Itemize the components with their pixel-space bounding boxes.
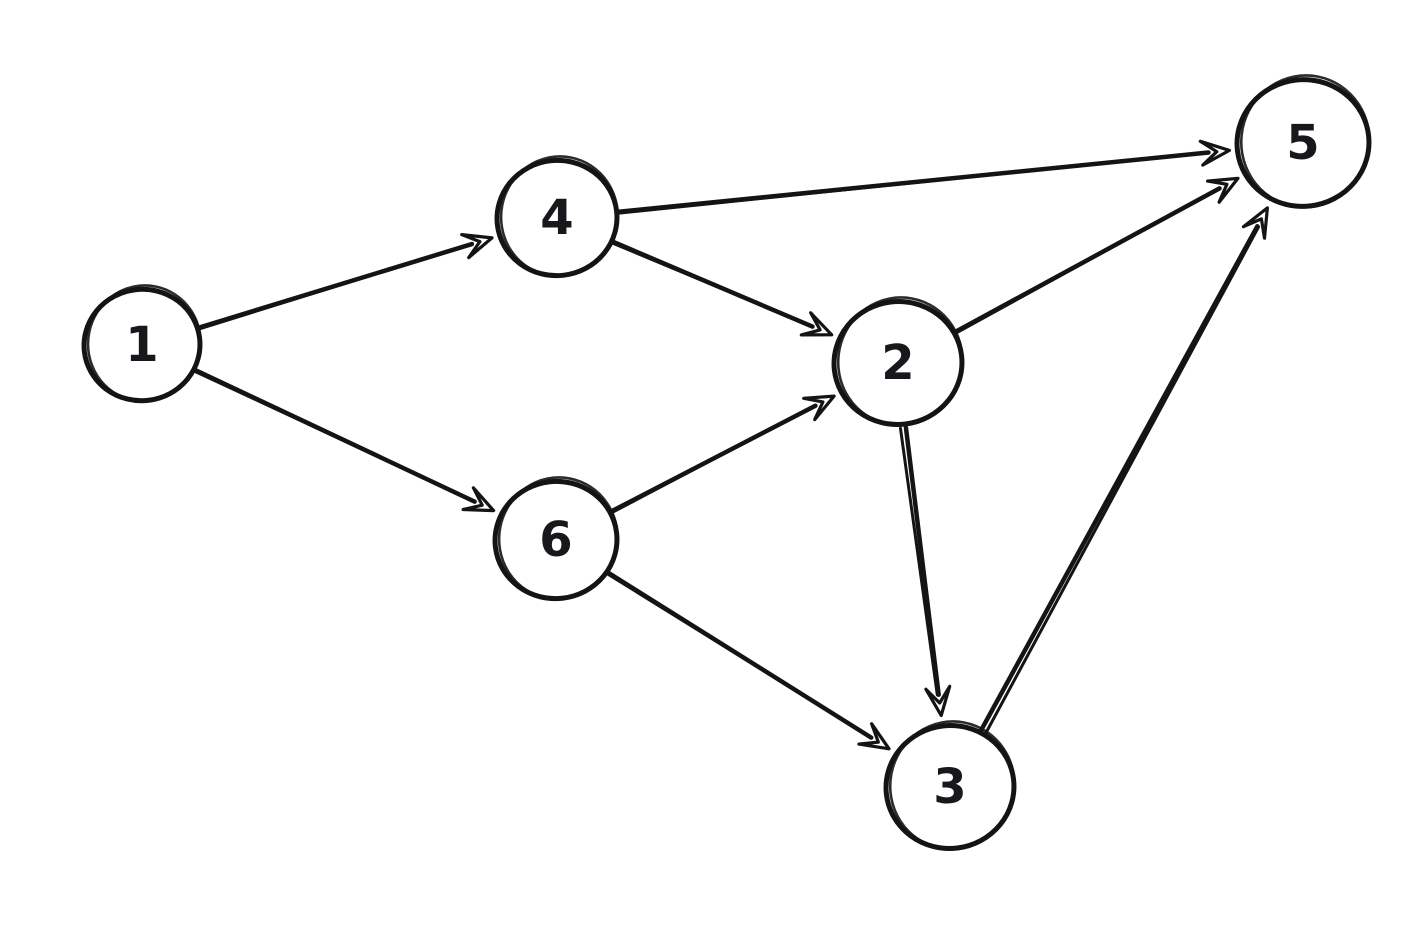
node-2: 2 (831, 296, 965, 427)
edge-sketch-line-6-2 (611, 405, 817, 515)
edge-sketch-line-6-3 (606, 573, 872, 739)
node-circle-sketch-5 (1239, 74, 1371, 209)
arrowhead-1-6 (461, 486, 496, 513)
edge-3-5 (978, 206, 1269, 735)
node-circle-sketch-1 (86, 284, 202, 403)
edge-line-6-2 (608, 403, 818, 514)
node-circle-sketch-2 (836, 296, 964, 427)
arrowhead-2-5 (1206, 176, 1240, 204)
arrowhead-6-3 (857, 722, 891, 751)
edge-sketch-line-3-5 (984, 225, 1261, 735)
arrowhead-1-4 (460, 233, 494, 260)
edge-sketch-line-4-5 (617, 152, 1210, 215)
node-5: 5 (1234, 74, 1372, 209)
edge-6-2 (608, 394, 836, 515)
node-label-6: 6 (539, 512, 572, 568)
edge-1-6 (193, 367, 496, 513)
node-circle-sketch-3 (888, 720, 1016, 851)
node-1: 1 (81, 284, 203, 404)
edge-sketch-line-1-6 (193, 371, 476, 503)
edge-line-3-5 (978, 224, 1260, 733)
edge-1-4 (196, 233, 494, 331)
arrowhead-6-2 (802, 394, 836, 422)
edge-line-2-3 (903, 425, 941, 697)
edge-line-4-5 (615, 150, 1211, 215)
edge-line-4-2 (610, 239, 815, 329)
arrowhead-3-5 (1241, 206, 1269, 240)
node-3: 3 (883, 720, 1017, 851)
edge-2-3 (898, 425, 952, 718)
arrowhead-2-3 (924, 684, 952, 718)
node-label-3: 3 (933, 759, 966, 815)
edge-2-5 (952, 176, 1240, 335)
edge-line-1-4 (196, 241, 475, 330)
edge-sketch-line-1-4 (198, 243, 473, 331)
edge-sketch-line-4-2 (611, 243, 813, 328)
edge-sketch-line-2-5 (955, 188, 1221, 335)
node-label-5: 5 (1286, 115, 1319, 171)
node-circle-sketch-6 (497, 476, 619, 601)
node-6: 6 (492, 476, 620, 602)
node-4: 4 (494, 155, 620, 279)
edge-line-1-6 (193, 367, 477, 504)
edge-sketch-line-2-3 (898, 426, 939, 697)
edge-6-3 (606, 570, 891, 751)
arrowhead-4-5 (1198, 139, 1231, 167)
node-label-4: 4 (540, 190, 573, 246)
node-circle-sketch-4 (499, 155, 619, 278)
edge-4-2 (610, 239, 834, 337)
edge-line-6-3 (606, 570, 874, 740)
node-label-2: 2 (881, 335, 914, 391)
edge-4-5 (615, 139, 1231, 215)
edge-line-2-5 (952, 186, 1222, 335)
node-label-1: 1 (125, 317, 158, 373)
arrowhead-4-2 (799, 311, 834, 337)
